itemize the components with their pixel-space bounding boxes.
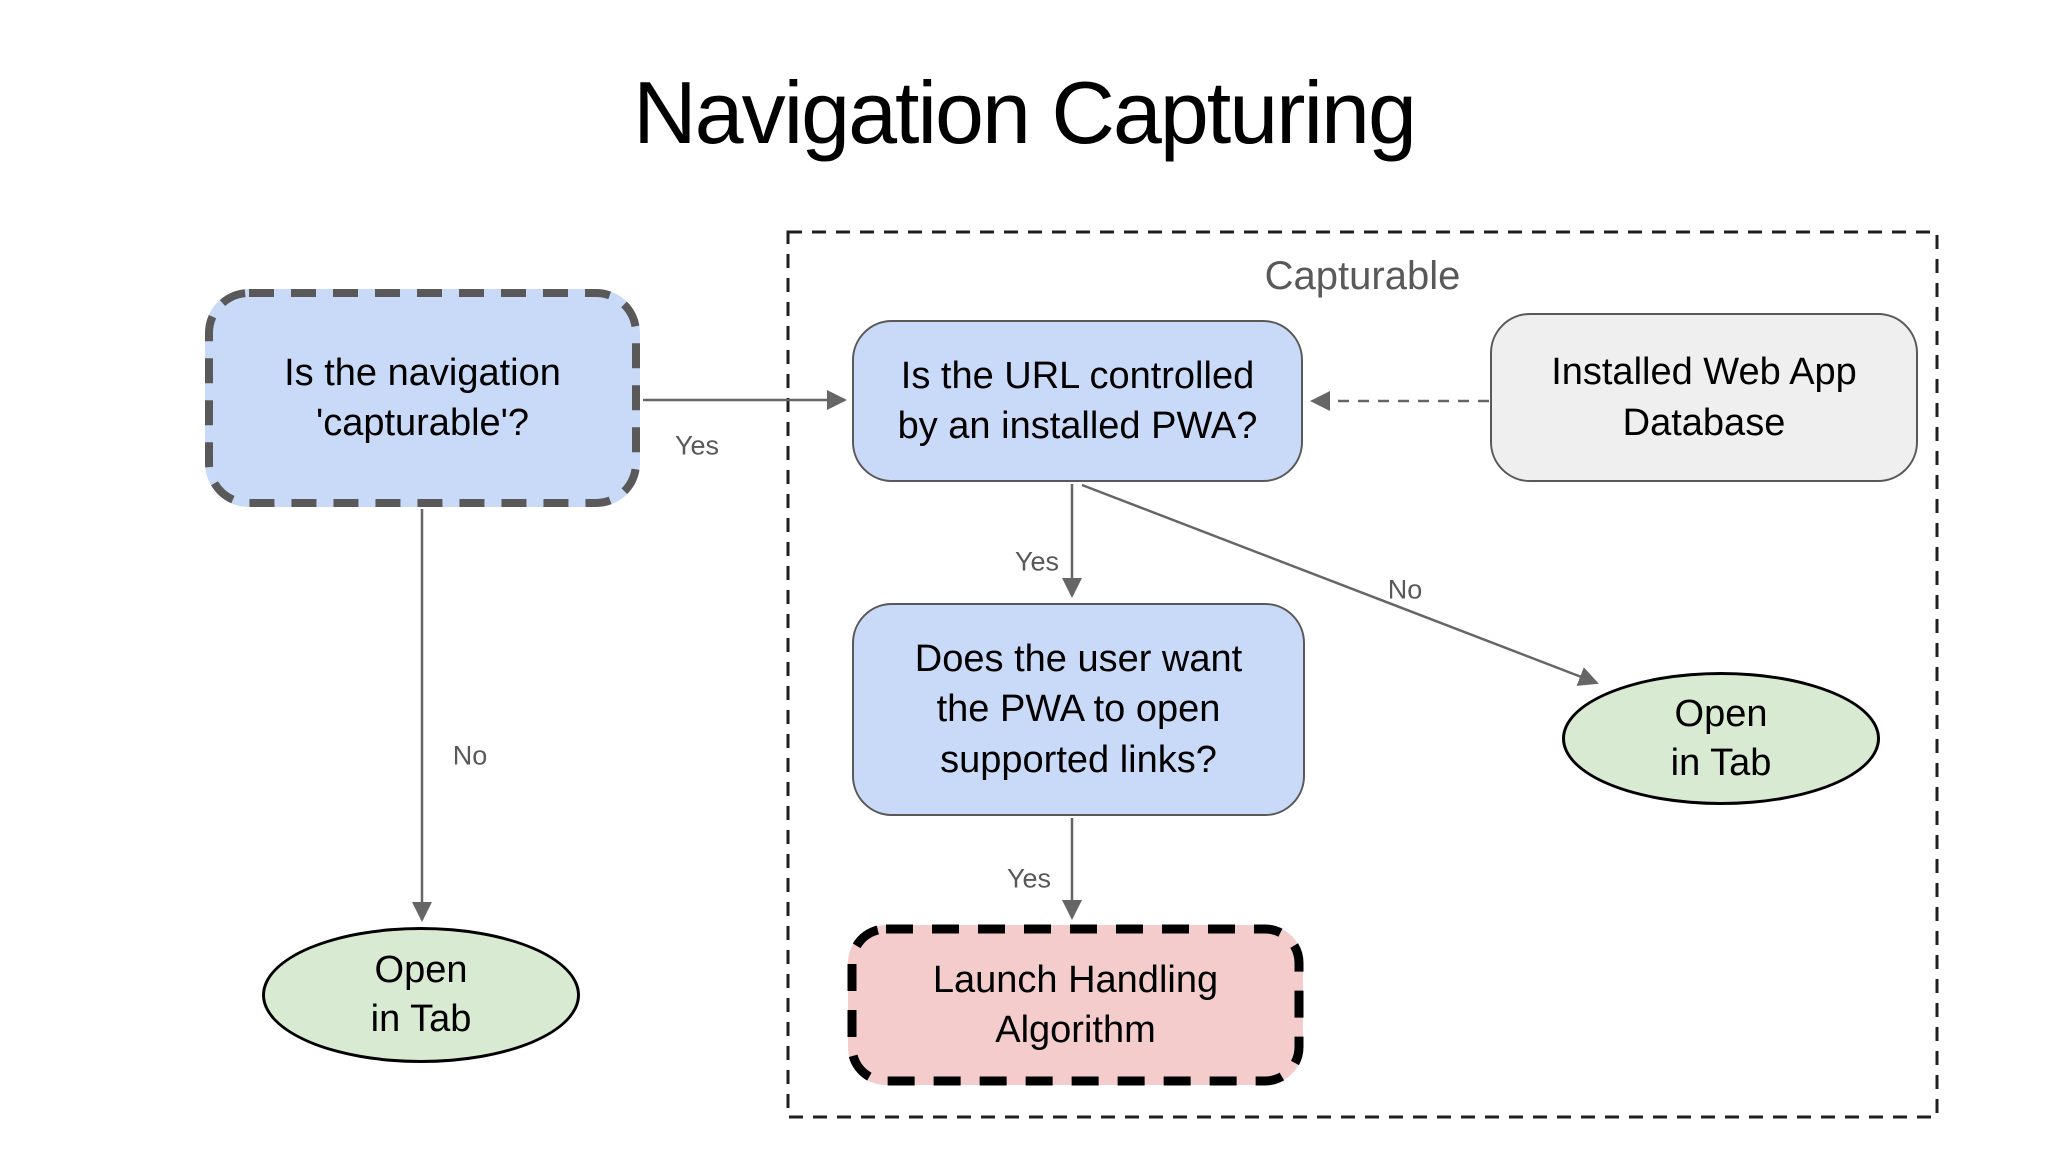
node-open-in-tab-left-label: Open in Tab (370, 949, 472, 1040)
node-open-in-tab-left: Open in Tab (262, 927, 580, 1063)
node-does-user-want-supported-links: Does the user want the PWA to open suppo… (852, 603, 1305, 816)
node-launch-handling-algorithm: Launch Handling Algorithm (848, 925, 1303, 1085)
edge-label-url-yes: Yes (1014, 546, 1060, 577)
node-installed-web-app-database-label: Installed Web App Database (1551, 351, 1857, 444)
edge-label-url-no: No (1387, 574, 1423, 605)
node-is-url-controlled-by-pwa: Is the URL controlled by an installed PW… (852, 320, 1303, 482)
node-open-in-tab-right: Open in Tab (1562, 672, 1880, 805)
node-does-user-want-supported-links-label: Does the user want the PWA to open suppo… (914, 638, 1243, 781)
node-is-url-controlled-by-pwa-label: Is the URL controlled by an installed PW… (897, 354, 1258, 447)
node-installed-web-app-database: Installed Web App Database (1490, 313, 1918, 482)
edge-label-links-yes: Yes (1006, 863, 1052, 894)
node-is-navigation-capturable-label: Is the navigation 'capturable'? (284, 351, 561, 444)
node-is-navigation-capturable: Is the navigation 'capturable'? (205, 289, 640, 507)
edge-label-nav-yes: Yes (674, 430, 720, 461)
edge-label-nav-no: No (452, 740, 488, 771)
node-launch-handling-algorithm-label: Launch Handling Algorithm (932, 958, 1219, 1051)
capturable-group-label: Capturable (1264, 254, 1461, 298)
diagram-title: Navigation Capturing (633, 63, 1417, 162)
node-open-in-tab-right-label: Open in Tab (1670, 692, 1772, 784)
